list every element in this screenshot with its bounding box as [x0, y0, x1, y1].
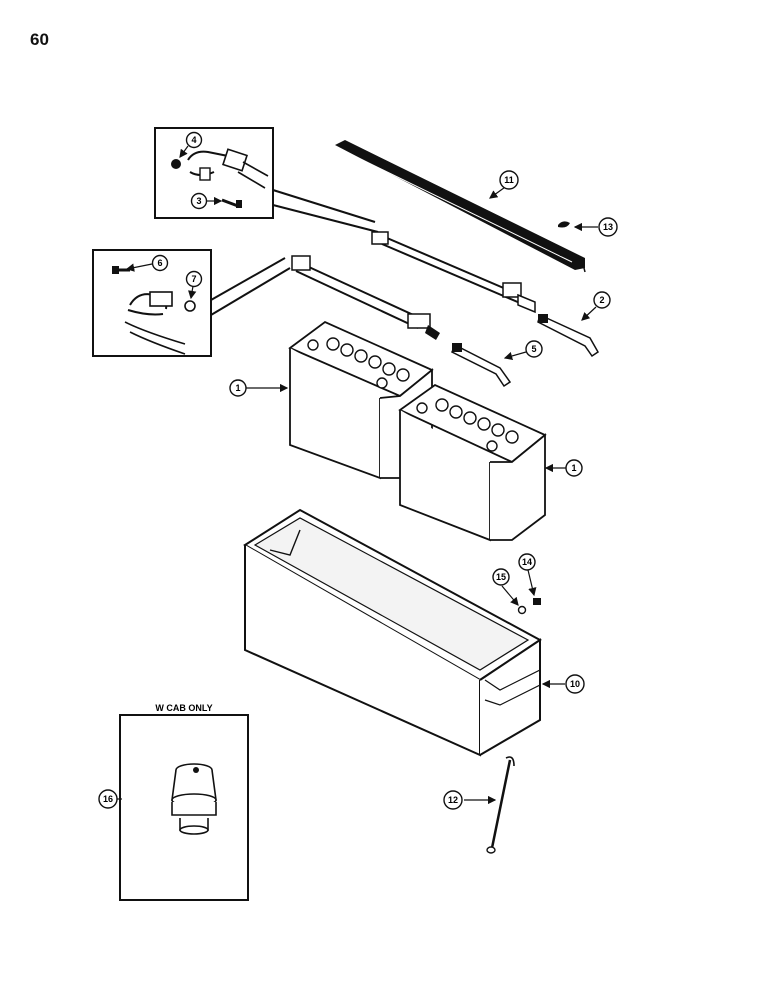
callout-13: 13: [598, 217, 618, 237]
battery-box: [243, 508, 542, 757]
callout-2-label: 2: [599, 295, 604, 305]
callout-14-label: 14: [522, 557, 532, 567]
battery-cable-lower: [291, 255, 512, 388]
inset-cab-only: [119, 714, 249, 901]
clip-hardware: [558, 221, 570, 228]
callout-15-label: 15: [496, 572, 506, 582]
callout-7: 7: [185, 270, 203, 288]
battery-right: [398, 383, 547, 542]
callout-4-label: 4: [191, 135, 196, 145]
callout-1b: 1: [565, 459, 583, 477]
callout-13-label: 13: [603, 222, 613, 232]
callout-6: 6: [151, 254, 169, 272]
bolt-and-nut-hardware: [517, 598, 541, 615]
callout-14: 14: [518, 553, 536, 571]
inset-clamp-detail-upper: [154, 127, 379, 233]
callout-1b-label: 1: [571, 463, 576, 473]
callout-11-label: 11: [504, 175, 514, 185]
hold-down-strap: [335, 140, 586, 273]
battery-cable-upper: [371, 231, 599, 358]
callout-leaders: [116, 145, 598, 805]
callout-4: 4: [185, 131, 203, 149]
callout-1a-label: 1: [235, 383, 240, 393]
callout-12-label: 12: [448, 795, 458, 805]
inset-cab-only-label: W CAB ONLY: [155, 703, 212, 713]
callout-16: 16: [98, 789, 118, 809]
callout-10: 10: [565, 674, 585, 694]
callout-5-label: 5: [531, 344, 536, 354]
callout-3-label: 3: [196, 196, 201, 206]
callout-16-label: 16: [103, 794, 113, 804]
callout-7-label: 7: [191, 274, 196, 284]
callout-12: 12: [443, 790, 463, 810]
callout-3: 3: [190, 192, 208, 210]
inset-clamp-detail-lower: [92, 249, 291, 357]
callout-10-label: 10: [570, 679, 580, 689]
callout-5: 5: [525, 340, 543, 358]
callout-1a: 1: [229, 379, 247, 397]
callout-6-label: 6: [157, 258, 162, 268]
j-bolt: [486, 756, 515, 854]
page-number: 60: [30, 30, 49, 49]
callout-15: 15: [492, 568, 510, 586]
callout-11: 11: [499, 170, 519, 190]
callout-2: 2: [593, 291, 611, 309]
